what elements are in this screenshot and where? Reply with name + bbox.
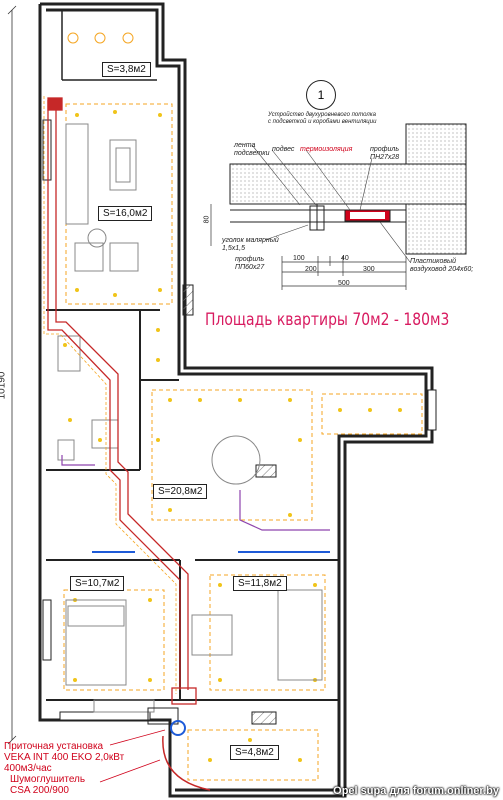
dim-40: 40 (341, 255, 349, 262)
apartment-area-title: Площадь квартиры 70м2 - 180м3 (205, 310, 450, 330)
duct-outline (43, 96, 177, 694)
supply-unit-model: VEKA INT 400 EKO 2,0кВт (4, 752, 125, 763)
dim-200: 200 (305, 266, 317, 273)
column (182, 284, 194, 316)
dim-300: 300 (363, 266, 375, 273)
dim-80: 80 (203, 215, 211, 224)
label-paint-corner: уголок малярный 1,5х1,5 (222, 237, 279, 252)
label-profile-top: профиль ПН27х28 (370, 146, 400, 161)
chimney-kitchen (255, 464, 277, 478)
area-balcony-top: S=3,8м2 (102, 62, 151, 77)
furniture (57, 123, 323, 713)
area-kitchen: S=20,8м2 (153, 484, 208, 499)
ventilation-unit (147, 707, 211, 791)
silencer-name: Шумоглушитель (10, 774, 86, 785)
overall-dimension: 10190 (0, 371, 8, 400)
detail-heading: Устройство двухуровневого потолка с подс… (268, 112, 377, 125)
label-profile-bottom: профиль ПП60х27 (235, 256, 265, 271)
leader-unit (109, 729, 166, 746)
supply-unit-name: Приточная установка (4, 741, 104, 752)
balcony-top-rail (61, 10, 157, 81)
detail-number: 1 (306, 80, 336, 110)
label-plastic-duct: Пластиковый воздуховод 204х60; (410, 258, 474, 273)
supply-duct (47, 97, 197, 705)
leader-silencer (99, 759, 161, 783)
supply-unit-flow: 400м3/час (4, 763, 52, 774)
supply-unit-note: Приточная установка VEKA INT 400 EKO 2,0… (4, 741, 124, 774)
chimney-bedroom (251, 711, 277, 725)
label-hanger: подвес (272, 146, 295, 153)
dim-100: 100 (293, 255, 305, 262)
kitchen-exhaust (61, 455, 330, 531)
forum-credit: Opel supa для forum.onliner.by (333, 785, 499, 797)
area-balcony-bottom: S=4,8м2 (230, 745, 279, 760)
overall-dimension-line (7, 5, 17, 745)
label-lighting-tape: лента подсветки (234, 142, 270, 157)
area-bedroom-right: S=11,8м2 (233, 576, 287, 591)
exterior-walls (38, 2, 434, 798)
silencer-note: Шумоглушитель CSA 200/900 (10, 774, 85, 796)
ceiling-lights (63, 110, 402, 762)
ceiling-detail (210, 123, 467, 290)
silencer-model: CSA 200/900 (10, 785, 69, 796)
dim-500: 500 (338, 280, 350, 287)
label-thermal-insulation: термоизоляция (300, 146, 353, 153)
area-living-room: S=16,0м2 (98, 206, 153, 221)
balcony-top-lamps (67, 32, 134, 44)
area-bedroom-left: S=10,7м2 (70, 576, 125, 591)
